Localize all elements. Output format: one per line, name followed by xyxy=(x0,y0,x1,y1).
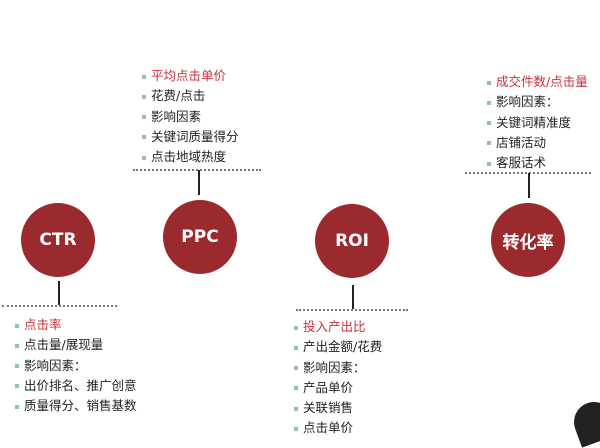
ppc-divider xyxy=(133,169,261,171)
list-item: 点击地域热度 xyxy=(142,147,239,167)
list-item: 花费/点击 xyxy=(142,86,239,106)
list-item: 影响因素： xyxy=(487,92,588,112)
list-item: 影响因素 xyxy=(142,107,239,127)
list-item: 成交件数/点击量 xyxy=(487,72,588,92)
conversion-rate-connector xyxy=(528,173,530,198)
roi-node: ROI xyxy=(315,204,389,278)
list-item: 影响因素： xyxy=(294,358,382,378)
ctr-list: 点击率 点击量/展现量 影响因素： 出价排名、推广创意 质量得分、销售基数 xyxy=(15,315,137,416)
list-item: 平均点击单价 xyxy=(142,66,239,86)
ctr-connector xyxy=(58,281,60,305)
roi-divider xyxy=(296,309,408,311)
roi-list: 投入产出比 产出金额/花费 影响因素： 产品单价 关联销售 点击单价 xyxy=(294,317,382,439)
list-item: 产品单价 xyxy=(294,378,382,398)
ppc-connector xyxy=(198,170,200,195)
conversion-rate-list: 成交件数/点击量 影响因素： 关键词精准度 店铺活动 客服话术 xyxy=(487,72,588,173)
ctr-node: CTR xyxy=(21,203,95,277)
conversion-rate-node: 转化率 xyxy=(491,203,565,277)
list-item: 关联销售 xyxy=(294,398,382,418)
list-item: 关键词质量得分 xyxy=(142,127,239,147)
list-item: 投入产出比 xyxy=(294,317,382,337)
list-item: 点击量/展现量 xyxy=(15,335,137,355)
list-item: 产出金额/花费 xyxy=(294,337,382,357)
ppc-list: 平均点击单价 花费/点击 影响因素 关键词质量得分 点击地域热度 xyxy=(142,66,239,167)
list-item: 出价排名、推广创意 xyxy=(15,376,137,396)
mascot-logo-icon xyxy=(568,396,600,448)
roi-connector xyxy=(352,285,354,309)
list-item: 点击率 xyxy=(15,315,137,335)
list-item: 客服话术 xyxy=(487,153,588,173)
ctr-divider xyxy=(2,305,117,307)
list-item: 影响因素： xyxy=(15,356,137,376)
ppc-node: PPC xyxy=(163,200,237,274)
list-item: 质量得分、销售基数 xyxy=(15,396,137,416)
list-item: 店铺活动 xyxy=(487,133,588,153)
list-item: 关键词精准度 xyxy=(487,113,588,133)
list-item: 点击单价 xyxy=(294,418,382,438)
